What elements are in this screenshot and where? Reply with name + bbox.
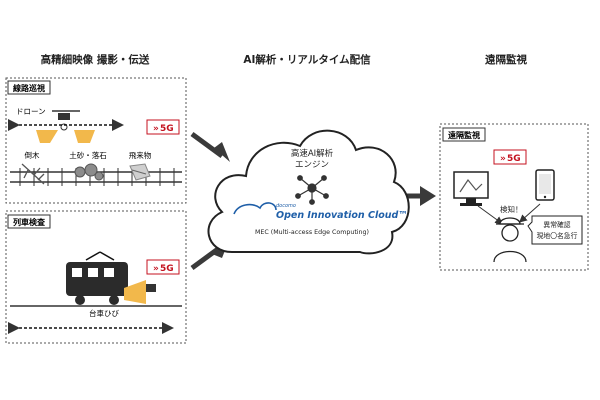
- svg-text:»: »: [153, 264, 159, 274]
- rock-icon: [74, 163, 104, 181]
- hazard-label-rock: 土砂・落石: [69, 150, 107, 160]
- header-left: 高精細映像 撮影・伝送: [41, 53, 150, 66]
- engine-title-line2: エンジン: [295, 160, 329, 170]
- badge-5g-train-text: 5G: [160, 264, 174, 274]
- badge-5g-track: » 5G: [146, 119, 180, 135]
- train-camera-beam: [124, 280, 146, 304]
- speech-bubble: 異常確認 現地〇名急行: [527, 215, 583, 245]
- panel-remote-monitor: 遠隔監視 » 5G 検知！: [439, 123, 589, 271]
- panel-track-patrol: 線路巡視 ドローン » 5G 倒木 土砂・落石 飛来物: [5, 77, 187, 204]
- brand-small: docomo: [276, 203, 296, 209]
- badge-5g-train: » 5G: [146, 259, 180, 275]
- drone-icon: [52, 110, 80, 131]
- cloud-shape: [207, 129, 410, 255]
- fallen-tree-icon: [21, 163, 45, 185]
- brand-name: Open Innovation Cloud™: [276, 210, 408, 221]
- panel-train-inspection: 列車検査 » 5G 台車ひび: [5, 210, 187, 344]
- panel-train-title: 列車検査: [13, 217, 46, 227]
- badge-5g-track-text: 5G: [160, 124, 174, 134]
- bogie-crack-label: 台車ひび: [89, 308, 119, 318]
- mec-label: MEC (Multi-access Edge Computing): [255, 229, 369, 236]
- badge-5g-monitor: » 5G: [493, 149, 527, 165]
- svg-text:»: »: [500, 154, 506, 164]
- bubble-line2: 現地〇名急行: [537, 231, 578, 240]
- header-right: 遠隔監視: [485, 53, 527, 66]
- debris-icon: [129, 163, 151, 181]
- open-innovation-cloud-logo: docomo Open Innovation Cloud™: [233, 202, 408, 221]
- train-icon: [66, 251, 128, 305]
- camera-beam-left: [36, 130, 58, 143]
- badge-5g-monitor-text: 5G: [507, 154, 521, 164]
- train-camera-icon: [146, 284, 156, 292]
- hazard-label-debris: 飛来物: [129, 150, 152, 160]
- engine-title-line1: 高速AI解析: [291, 148, 334, 159]
- operator-person-icon: [493, 217, 527, 263]
- camera-beam-right: [74, 130, 95, 143]
- monitor-icon: [453, 171, 489, 206]
- svg-text:»: »: [153, 124, 159, 134]
- arrow-phone-to-person: [519, 203, 541, 223]
- detect-label: 検知！: [500, 204, 523, 214]
- smartphone-icon: [535, 169, 555, 201]
- ai-network-icon: [295, 175, 329, 205]
- panel-monitor-title: 遠隔監視: [448, 130, 480, 140]
- header-center: AI解析・リアルタイム配信: [243, 53, 371, 66]
- panel-track-title: 線路巡視: [13, 83, 45, 93]
- drone-label: ドローン: [16, 107, 46, 116]
- hazard-label-tree: 倒木: [25, 150, 40, 160]
- arrow-monitor-to-person: [477, 205, 504, 225]
- arrow-track-to-cloud: [190, 131, 230, 162]
- bubble-line1: 異常確認: [543, 220, 570, 229]
